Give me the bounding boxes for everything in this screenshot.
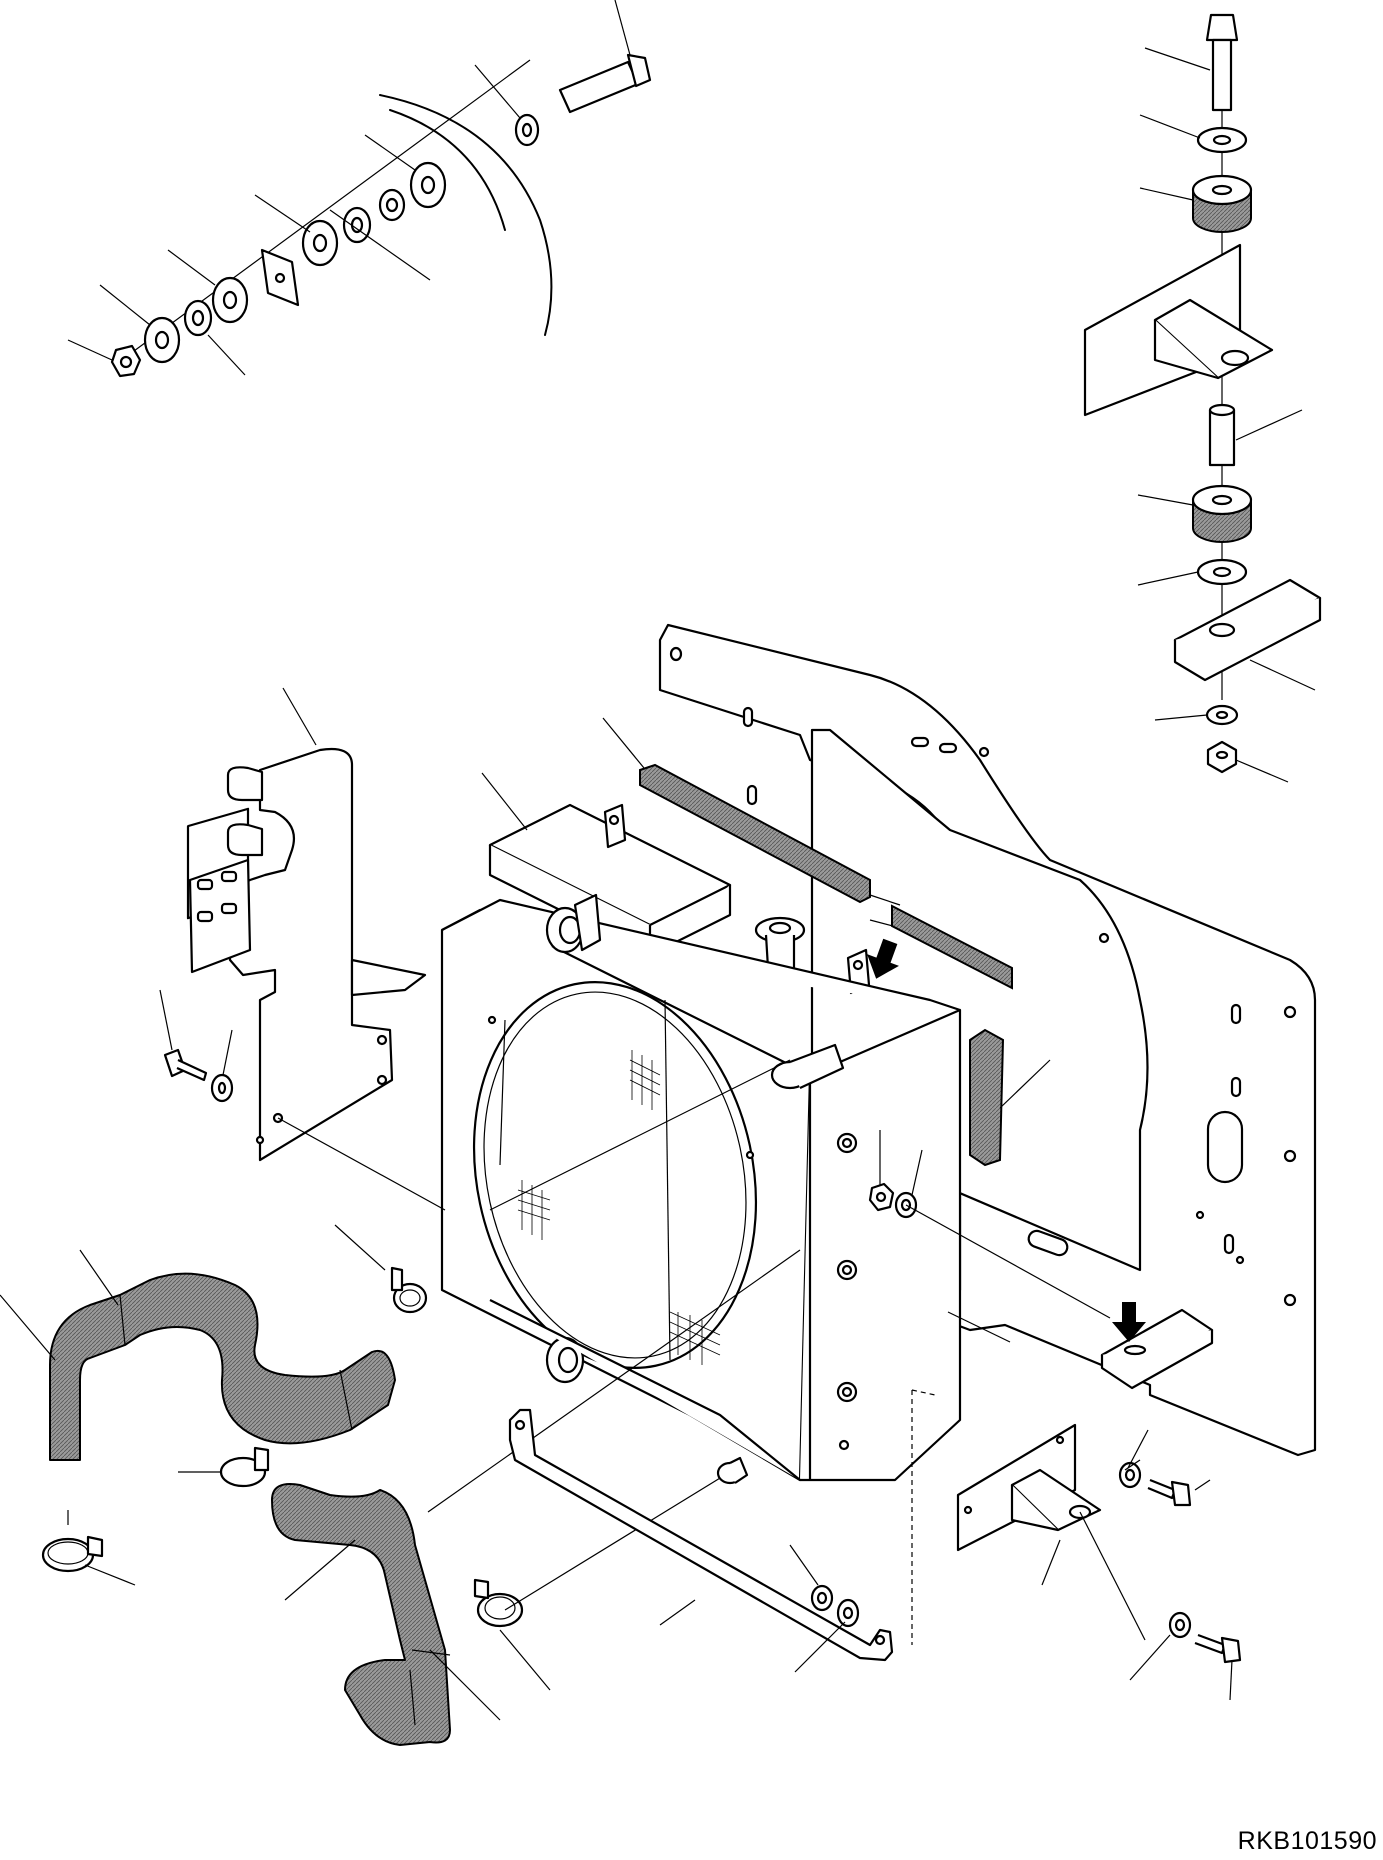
bolt [1205, 13, 1239, 112]
washer [301, 219, 339, 267]
hose-clamp [41, 1535, 104, 1573]
washer [1168, 1611, 1192, 1639]
washer [211, 276, 249, 324]
washer [1196, 558, 1248, 586]
top-left-hardware-stack [67, 0, 652, 378]
radiator-seal-strip [602, 717, 1013, 990]
rubber-mount [1191, 484, 1253, 543]
washer [1205, 704, 1239, 726]
nut [868, 1182, 895, 1212]
washer [514, 113, 540, 147]
fan-guard-bracket [186, 687, 528, 1211]
bolt [1147, 1478, 1192, 1507]
hose-clamp [473, 1578, 524, 1628]
bolt [558, 53, 652, 114]
upper-hose [49, 1272, 396, 1461]
radiator-fan-ring [472, 981, 791, 1369]
washer [836, 1598, 860, 1628]
drawing-code: RKB101590 [1237, 1827, 1377, 1855]
nut [810, 1584, 834, 1612]
rubber-mount [378, 188, 406, 222]
spacer-collar [1208, 403, 1236, 467]
nut [1206, 740, 1238, 774]
radiator-mount-plate [1173, 578, 1322, 691]
washer [1196, 126, 1248, 154]
bolt [1194, 1633, 1242, 1664]
rubber-mount [183, 299, 213, 337]
radiator-mount-plate [1100, 1302, 1214, 1390]
hose-clamp [390, 1266, 428, 1314]
washer [409, 161, 447, 209]
radiator-mount-plate [1083, 243, 1274, 417]
washer [1118, 1461, 1142, 1489]
bolt [836, 1381, 858, 1403]
bolt [836, 1132, 858, 1154]
side-seal [969, 1028, 1051, 1167]
washer [143, 316, 181, 364]
rubber-mount [1191, 174, 1253, 233]
direction-arrow-icon [1112, 1302, 1146, 1342]
top-right-mount-stack [1083, 13, 1322, 783]
rubber-mount [342, 206, 372, 244]
bolt [836, 1259, 858, 1281]
spacer-collar [260, 248, 300, 307]
hose-clamp [219, 1446, 270, 1488]
lower-support-bar [508, 1408, 894, 1662]
lower-hose [271, 1483, 451, 1746]
washer [210, 1073, 234, 1103]
nut [110, 344, 142, 378]
right-mount-bracket [956, 1423, 1102, 1552]
radiator [440, 803, 962, 1482]
bolt [163, 1048, 208, 1082]
direction-arrow-icon [867, 938, 899, 979]
